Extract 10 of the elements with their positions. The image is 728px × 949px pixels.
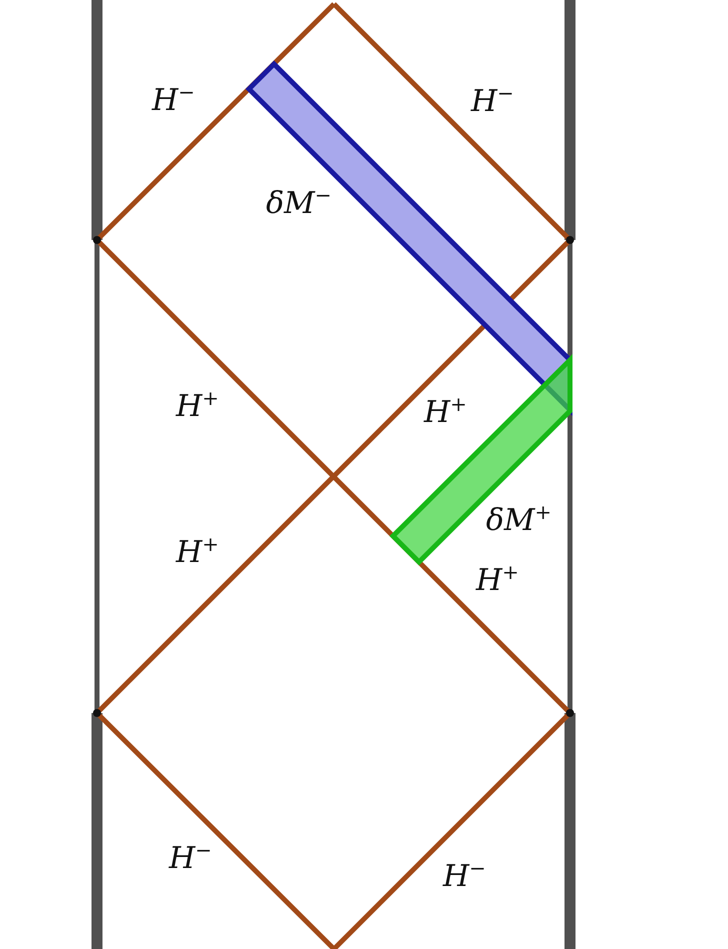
perturbation-label: δM$^{+}$ xyxy=(486,502,552,536)
horizon-label: H$^{−}$ xyxy=(169,840,212,874)
horizon-label: H$^{+}$ xyxy=(476,562,519,596)
horizon-label: H$^{+}$ xyxy=(176,388,219,422)
horizon-label: H$^{−}$ xyxy=(443,858,486,892)
horizon-label: H$^{+}$ xyxy=(424,394,467,428)
horizon-label: H$^{−}$ xyxy=(471,83,514,117)
horizon-label: H$^{+}$ xyxy=(176,534,219,568)
perturbation-label: δM$^{−}$ xyxy=(266,185,332,219)
horizon-label: H$^{−}$ xyxy=(152,82,195,116)
